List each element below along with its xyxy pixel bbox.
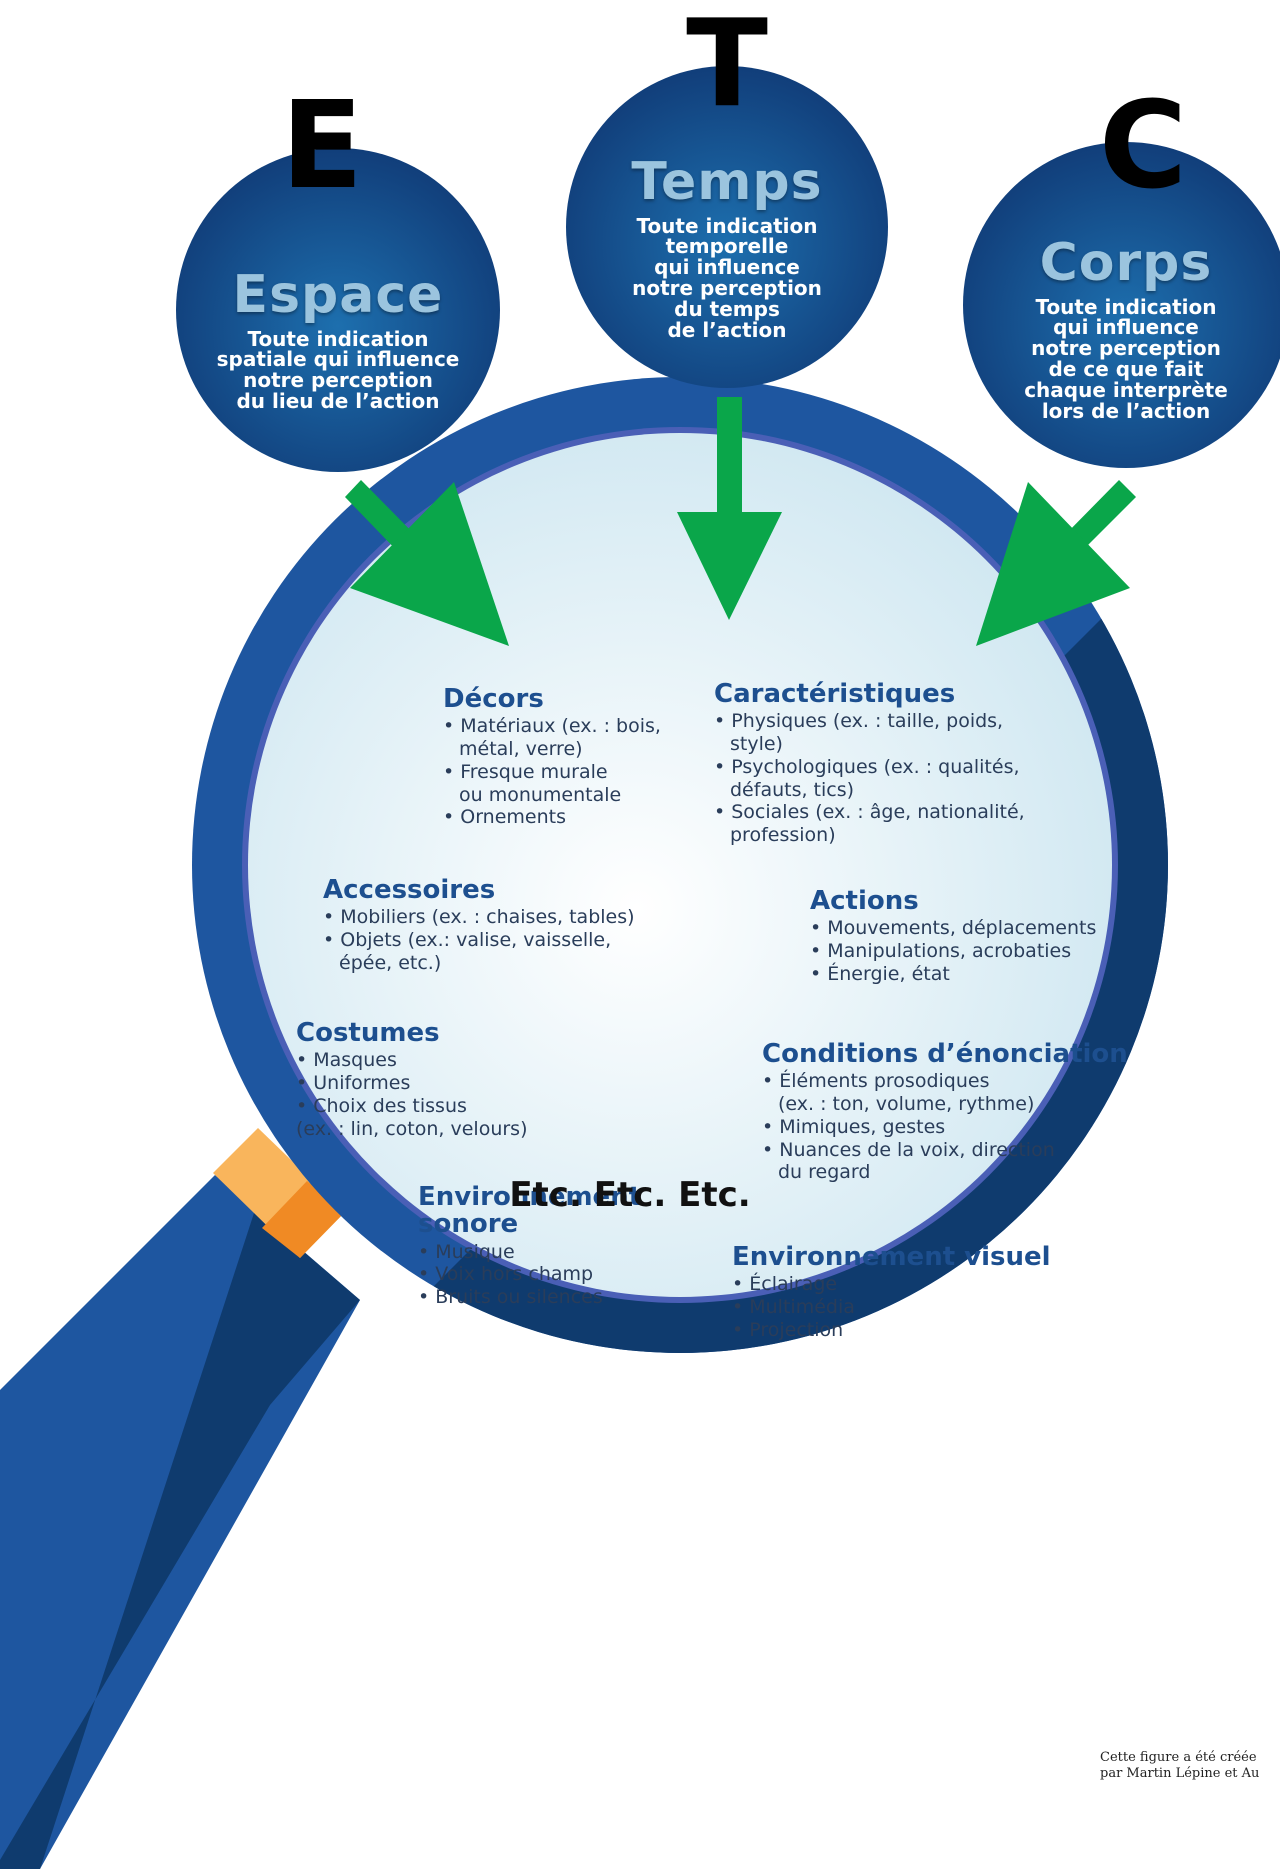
list-item: • Énergie, état bbox=[810, 962, 950, 985]
temps-line: temporelle bbox=[665, 234, 789, 259]
temps-bubble bbox=[566, 66, 888, 388]
arrow-temps bbox=[677, 397, 782, 620]
list-item: • Choix des tissus bbox=[296, 1094, 467, 1117]
corps-description: Toute indication qui influence notre per… bbox=[976, 294, 1276, 423]
espace-description: Toute indication spatiale qui influence … bbox=[188, 326, 488, 413]
credit-note: Cette figure a été créée par Martin Lépi… bbox=[1100, 1750, 1280, 1783]
section-decors: Décors • Matériaux (ex. : bois, métal, v… bbox=[443, 684, 661, 829]
espace-title: Espace bbox=[232, 265, 444, 325]
list-item: • Multimédia bbox=[732, 1296, 855, 1319]
list-item: • Nuances de la voix, direction bbox=[762, 1138, 1055, 1161]
list-item: ou monumentale bbox=[459, 783, 622, 806]
list-item: profession) bbox=[730, 824, 836, 847]
letter-e: E bbox=[281, 77, 363, 216]
section-caracteristiques: Caractéristiques • Physiques (ex. : tail… bbox=[714, 679, 1025, 847]
list-item: • Objets (ex.: valise, vaisselle, bbox=[323, 929, 612, 952]
section-costumes: Costumes • Masques • Uniformes • Choix d… bbox=[296, 1018, 528, 1140]
section-title: Actions bbox=[810, 886, 919, 916]
list-item: du regard bbox=[778, 1161, 871, 1184]
list-item: défauts, tics) bbox=[730, 778, 855, 801]
section-title: Caractéristiques bbox=[714, 679, 956, 709]
corps-line: chaque interprète bbox=[1024, 377, 1228, 402]
list-item: • Fresque murale bbox=[443, 760, 608, 783]
lens bbox=[248, 433, 1112, 1297]
section-environnement-visuel: Environnement visuel • Éclairage • Multi… bbox=[732, 1242, 1051, 1342]
espace-line: du lieu de l’action bbox=[236, 388, 440, 413]
section-title: Accessoires bbox=[323, 875, 496, 905]
list-item: • Projection bbox=[732, 1318, 844, 1341]
temps-line: notre perception bbox=[632, 275, 822, 300]
list-item: • Éclairage bbox=[732, 1273, 838, 1296]
list-item: • Mimiques, gestes bbox=[762, 1115, 946, 1138]
list-item: métal, verre) bbox=[459, 738, 583, 761]
section-title: Conditions d’énonciation bbox=[762, 1039, 1128, 1069]
arrow-corps bbox=[976, 480, 1136, 646]
corps-line: Toute indication bbox=[1035, 294, 1217, 319]
section-accessoires: Accessoires • Mobiliers (ex. : chaises, … bbox=[323, 875, 635, 975]
list-item: • Éléments prosodiques bbox=[762, 1070, 990, 1093]
temps-description: Toute indication temporelle qui influenc… bbox=[577, 213, 877, 342]
section-title: Costumes bbox=[296, 1018, 440, 1048]
etc-text: Etc. Etc. Etc. bbox=[509, 1175, 751, 1215]
list-item: • Manipulations, acrobaties bbox=[810, 940, 1072, 963]
espace-bubble bbox=[176, 148, 500, 472]
section-conditions-enonciation: Conditions d’énonciation • Éléments pros… bbox=[762, 1039, 1128, 1184]
temps-line: qui influence bbox=[654, 255, 800, 280]
section-title: Environnement visuel bbox=[732, 1242, 1051, 1272]
list-item: • Physiques (ex. : taille, poids, bbox=[714, 710, 1004, 733]
list-item: • Uniformes bbox=[296, 1072, 411, 1095]
list-item: • Psychologiques (ex. : qualités, bbox=[714, 755, 1020, 778]
letter-t: T bbox=[686, 0, 768, 134]
section-title: Décors bbox=[443, 684, 544, 714]
temps-line: du temps bbox=[674, 296, 780, 321]
corps-line: de ce que fait bbox=[1048, 356, 1204, 381]
temps-title: Temps bbox=[631, 152, 823, 212]
espace-line: Toute indication bbox=[247, 326, 429, 351]
temps-bubble-text: Temps Toute indication temporelle qui in… bbox=[577, 155, 877, 340]
corps-title: Corps bbox=[1039, 233, 1213, 293]
list-item: • Matériaux (ex. : bois, bbox=[443, 715, 661, 738]
corps-line: qui influence bbox=[1053, 315, 1199, 340]
espace-line: spatiale qui influence bbox=[216, 347, 460, 372]
section-actions: Actions • Mouvements, déplacements • Man… bbox=[810, 886, 1097, 986]
list-item: • Ornements bbox=[443, 806, 566, 829]
list-item: • Bruits ou silences bbox=[418, 1286, 603, 1309]
espace-bubble-text: Espace Toute indication spatiale qui inf… bbox=[188, 268, 488, 412]
corps-bubble-text: Corps Toute indication qui influence not… bbox=[976, 236, 1276, 421]
credit-line: Cette figure a été créée bbox=[1100, 1750, 1257, 1765]
list-item: (ex. : ton, volume, rythme) bbox=[778, 1093, 1035, 1116]
corps-line: notre perception bbox=[1031, 336, 1221, 361]
list-item: • Mouvements, déplacements bbox=[810, 917, 1097, 940]
list-item: • Mobiliers (ex. : chaises, tables) bbox=[323, 906, 635, 929]
section-title-line: sonore bbox=[418, 1209, 519, 1240]
temps-line: de l’action bbox=[667, 317, 787, 342]
corps-bubble bbox=[963, 142, 1280, 468]
corps-line: lors de l’action bbox=[1041, 398, 1211, 423]
list-item: épée, etc.) bbox=[339, 951, 442, 974]
credit-line: par Martin Lépine et Au bbox=[1100, 1766, 1260, 1782]
list-item: • Sociales (ex. : âge, nationalité, bbox=[714, 801, 1025, 824]
espace-line: notre perception bbox=[243, 368, 433, 393]
temps-line: Toute indication bbox=[636, 213, 818, 238]
section-title-line: Environnement bbox=[418, 1182, 642, 1212]
handle bbox=[0, 1128, 360, 1869]
list-item: • Masques bbox=[296, 1049, 397, 1072]
list-item: • Voix hors champ bbox=[418, 1263, 594, 1286]
list-item: style) bbox=[730, 733, 783, 756]
arrow-espace bbox=[345, 480, 509, 646]
letter-c: C bbox=[1098, 77, 1188, 216]
list-item: • Musique bbox=[418, 1240, 515, 1263]
list-item: (ex. : lin, coton, velours) bbox=[296, 1117, 528, 1140]
